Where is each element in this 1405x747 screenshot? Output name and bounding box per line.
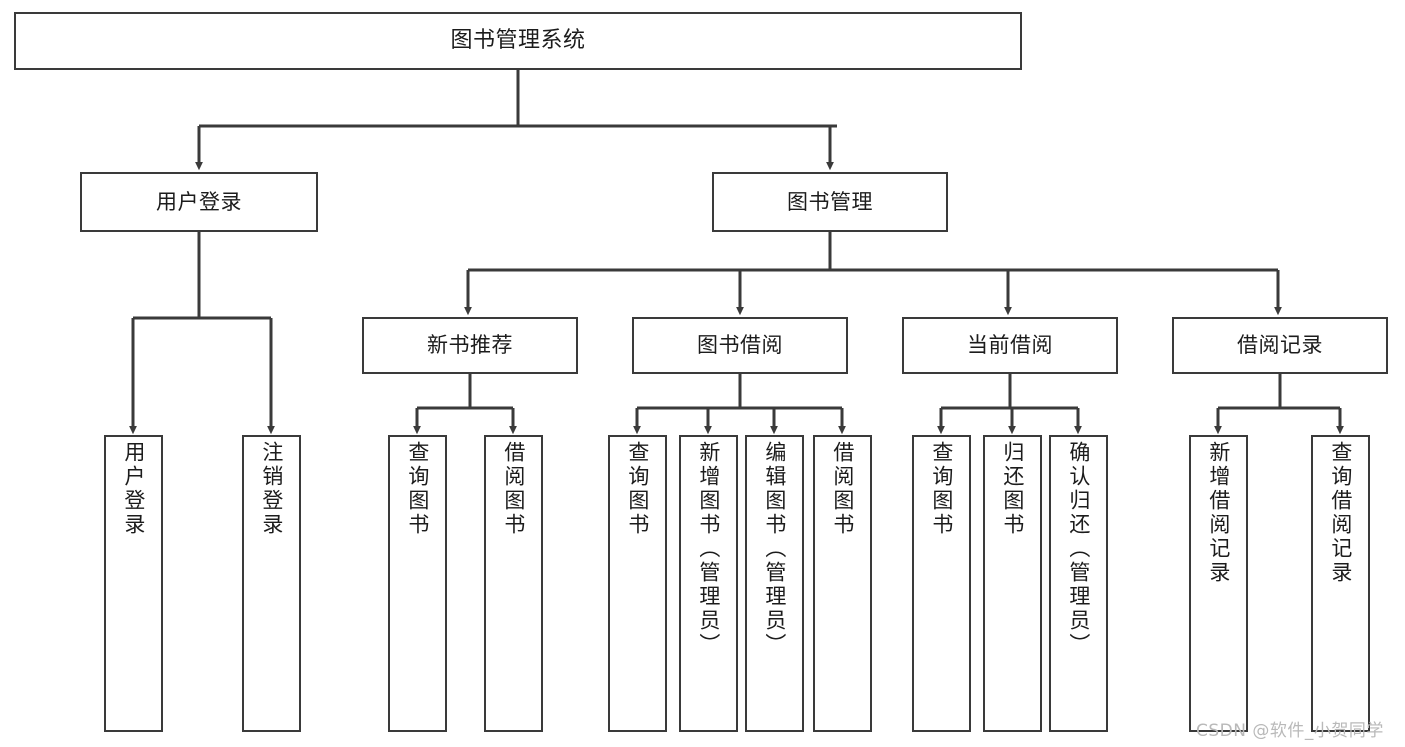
node-user-login-label: 用户登录 [156,189,242,214]
node-leaf-user-login[interactable]: 用户登录 [104,435,163,732]
node-leaf-return-book[interactable]: 归还图书 [983,435,1042,732]
node-current-borrow-label: 当前借阅 [967,333,1053,357]
node-leaf-query-book-1-label: 查询图书 [405,441,430,537]
node-leaf-return-book-label: 归还图书 [1000,441,1025,537]
node-leaf-logout[interactable]: 注销登录 [242,435,301,732]
node-leaf-query-book-3[interactable]: 查询图书 [912,435,971,732]
node-leaf-borrow-book-2-label: 借阅图书 [830,441,855,537]
node-book-borrow[interactable]: 图书借阅 [632,317,848,374]
node-new-book-recommend[interactable]: 新书推荐 [362,317,578,374]
node-root[interactable]: 图书管理系统 [14,12,1022,70]
node-borrow-records[interactable]: 借阅记录 [1172,317,1388,374]
node-leaf-edit-book[interactable]: 编辑图书（管理员） [745,435,804,732]
node-leaf-add-record-label: 新增借阅记录 [1206,441,1231,585]
node-leaf-borrow-book-1[interactable]: 借阅图书 [484,435,543,732]
node-book-borrow-label: 图书借阅 [697,333,783,357]
node-borrow-records-label: 借阅记录 [1237,333,1323,357]
node-leaf-user-login-label: 用户登录 [121,441,146,537]
node-book-management-label: 图书管理 [787,189,873,214]
node-leaf-borrow-book-2[interactable]: 借阅图书 [813,435,872,732]
node-leaf-logout-label: 注销登录 [259,441,284,537]
node-leaf-query-book-3-label: 查询图书 [929,441,954,537]
node-book-management[interactable]: 图书管理 [712,172,948,232]
node-leaf-confirm-return-label: 确认归还（管理员） [1066,441,1091,657]
node-new-book-recommend-label: 新书推荐 [427,333,513,357]
node-leaf-query-book-2-label: 查询图书 [625,441,650,537]
node-leaf-query-book-2[interactable]: 查询图书 [608,435,667,732]
node-leaf-query-record-label: 查询借阅记录 [1328,441,1353,585]
node-current-borrow[interactable]: 当前借阅 [902,317,1118,374]
node-leaf-edit-book-label: 编辑图书（管理员） [762,441,787,657]
node-leaf-query-book-1[interactable]: 查询图书 [388,435,447,732]
node-leaf-query-record[interactable]: 查询借阅记录 [1311,435,1370,732]
node-root-label: 图书管理系统 [450,28,586,53]
node-leaf-confirm-return[interactable]: 确认归还（管理员） [1049,435,1108,732]
node-leaf-add-book-label: 新增图书（管理员） [696,441,721,657]
node-user-login[interactable]: 用户登录 [80,172,318,232]
node-leaf-add-book[interactable]: 新增图书（管理员） [679,435,738,732]
node-leaf-add-record[interactable]: 新增借阅记录 [1189,435,1248,732]
csdn-watermark: CSDN @软件_小贺同学 [1196,721,1384,741]
node-leaf-borrow-book-1-label: 借阅图书 [501,441,526,537]
